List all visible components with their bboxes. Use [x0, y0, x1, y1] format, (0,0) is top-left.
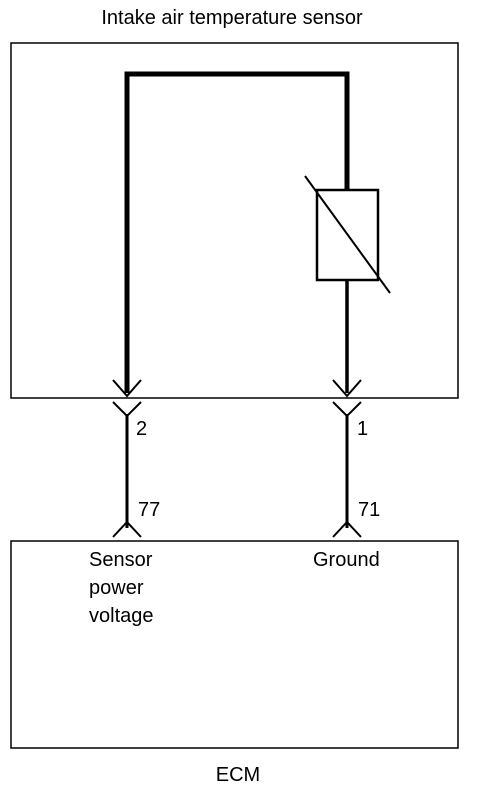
sensor-enclosure — [10, 42, 459, 399]
ecm-pin-71-connector — [332, 520, 362, 538]
ecm-label: ECM — [216, 764, 260, 786]
thermistor-symbol — [304, 175, 391, 294]
ecm-pin-77-connector — [112, 520, 142, 538]
sensor-pin-2-label: 2 — [136, 418, 147, 440]
ecm-function-left-line3: voltage — [89, 605, 154, 627]
sensor-internal-wire — [124, 71, 350, 393]
ecm-pin-77-label: 77 — [138, 499, 160, 521]
diagram-title: Intake air temperature sensor — [101, 7, 363, 29]
ecm-function-left-line1: Sensor — [89, 549, 153, 571]
sensor-pin-1-label: 1 — [357, 418, 368, 440]
ecm-box — [10, 540, 459, 749]
ecm-function-left-line2: power — [89, 577, 144, 599]
ecm-pin-71-label: 71 — [358, 499, 380, 521]
ecm-function-right: Ground — [313, 549, 380, 571]
